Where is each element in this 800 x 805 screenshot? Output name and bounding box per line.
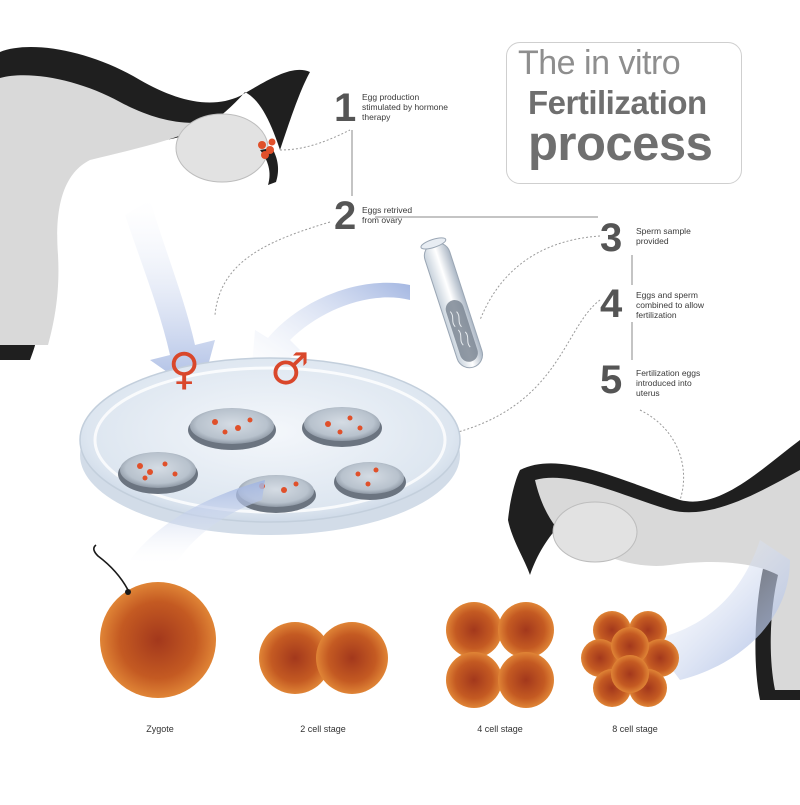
egg-dot: [268, 138, 276, 146]
egg-dot: [261, 151, 269, 159]
small-dish-4: [334, 462, 406, 500]
uterus-left-illustration: [0, 47, 310, 361]
zygote-cell: [100, 582, 216, 698]
connector-step2: [214, 221, 331, 316]
cell: [611, 627, 649, 665]
small-dish-3: [118, 452, 198, 494]
step-2-number: 2: [334, 194, 357, 238]
zygote: [93, 544, 216, 698]
cell: [259, 622, 331, 694]
connector-step5: [639, 409, 685, 501]
stage-label-zygote: Zygote: [146, 724, 174, 734]
connector-step3: [479, 235, 601, 321]
step-lines: [351, 130, 633, 360]
egg-dot: [258, 141, 266, 149]
male-symbol: ♂: [270, 344, 309, 395]
egg-dot: [266, 146, 274, 154]
sperm-tail: [93, 544, 129, 591]
title-box: [506, 42, 742, 184]
small-dishes: [118, 407, 406, 513]
step-2-text: Eggs retrived from ovary: [362, 205, 413, 225]
step-4-number: 4: [600, 282, 623, 326]
cell: [316, 622, 388, 694]
ovary-right: [552, 501, 638, 563]
step-5-number: 5: [600, 358, 623, 402]
small-dish-1: [188, 408, 276, 450]
cell: [498, 602, 554, 658]
arrow-sperm-to-dish: [250, 282, 410, 390]
step-1-text: Egg production stimulated by hormone the…: [362, 92, 448, 122]
arrow-dish-to-zygote: [130, 480, 265, 565]
cell: [641, 639, 679, 677]
four-cell-stage: [446, 602, 554, 708]
test-tube: [420, 237, 484, 369]
small-dish-2: [302, 407, 382, 447]
eight-cell-stage: [581, 611, 679, 707]
cell: [581, 639, 619, 677]
stage-label-2-cell: 2 cell stage: [300, 724, 346, 734]
cell: [446, 602, 502, 658]
uterus-right-illustration: [508, 440, 800, 700]
title-line-2: Fertilization: [528, 84, 707, 121]
stage-label-8-cell: 8 cell stage: [612, 724, 658, 734]
title-line-3: process: [528, 117, 713, 171]
title-line-1: The in vitro: [518, 44, 681, 82]
step-4-text: Eggs and sperm combined to allow fertili…: [636, 290, 705, 320]
symbols: ♀ ♂: [168, 344, 309, 395]
stage-label-4-cell: 4 cell stage: [477, 724, 523, 734]
step-1-number: 1: [334, 86, 357, 130]
cell: [611, 655, 649, 693]
arrow-embryo-to-uterus: [650, 540, 790, 680]
arrow-eggs-to-dish: [125, 200, 215, 395]
ovary-left: [175, 113, 269, 183]
female-symbol: ♀: [168, 344, 200, 395]
cell: [446, 652, 502, 708]
step-5-text: Fertilization eggs introduced into uteru…: [636, 368, 701, 398]
dashed-connectors: [214, 129, 685, 501]
connector-step1: [279, 129, 351, 151]
fallopian-tip: [260, 148, 279, 185]
uterus-left-light: [0, 75, 215, 345]
step-3-text: Sperm sample provided: [636, 226, 691, 246]
two-cell-stage: [259, 622, 388, 694]
sperm-head: [125, 589, 131, 595]
step-3-number: 3: [600, 216, 623, 260]
cell: [498, 652, 554, 708]
